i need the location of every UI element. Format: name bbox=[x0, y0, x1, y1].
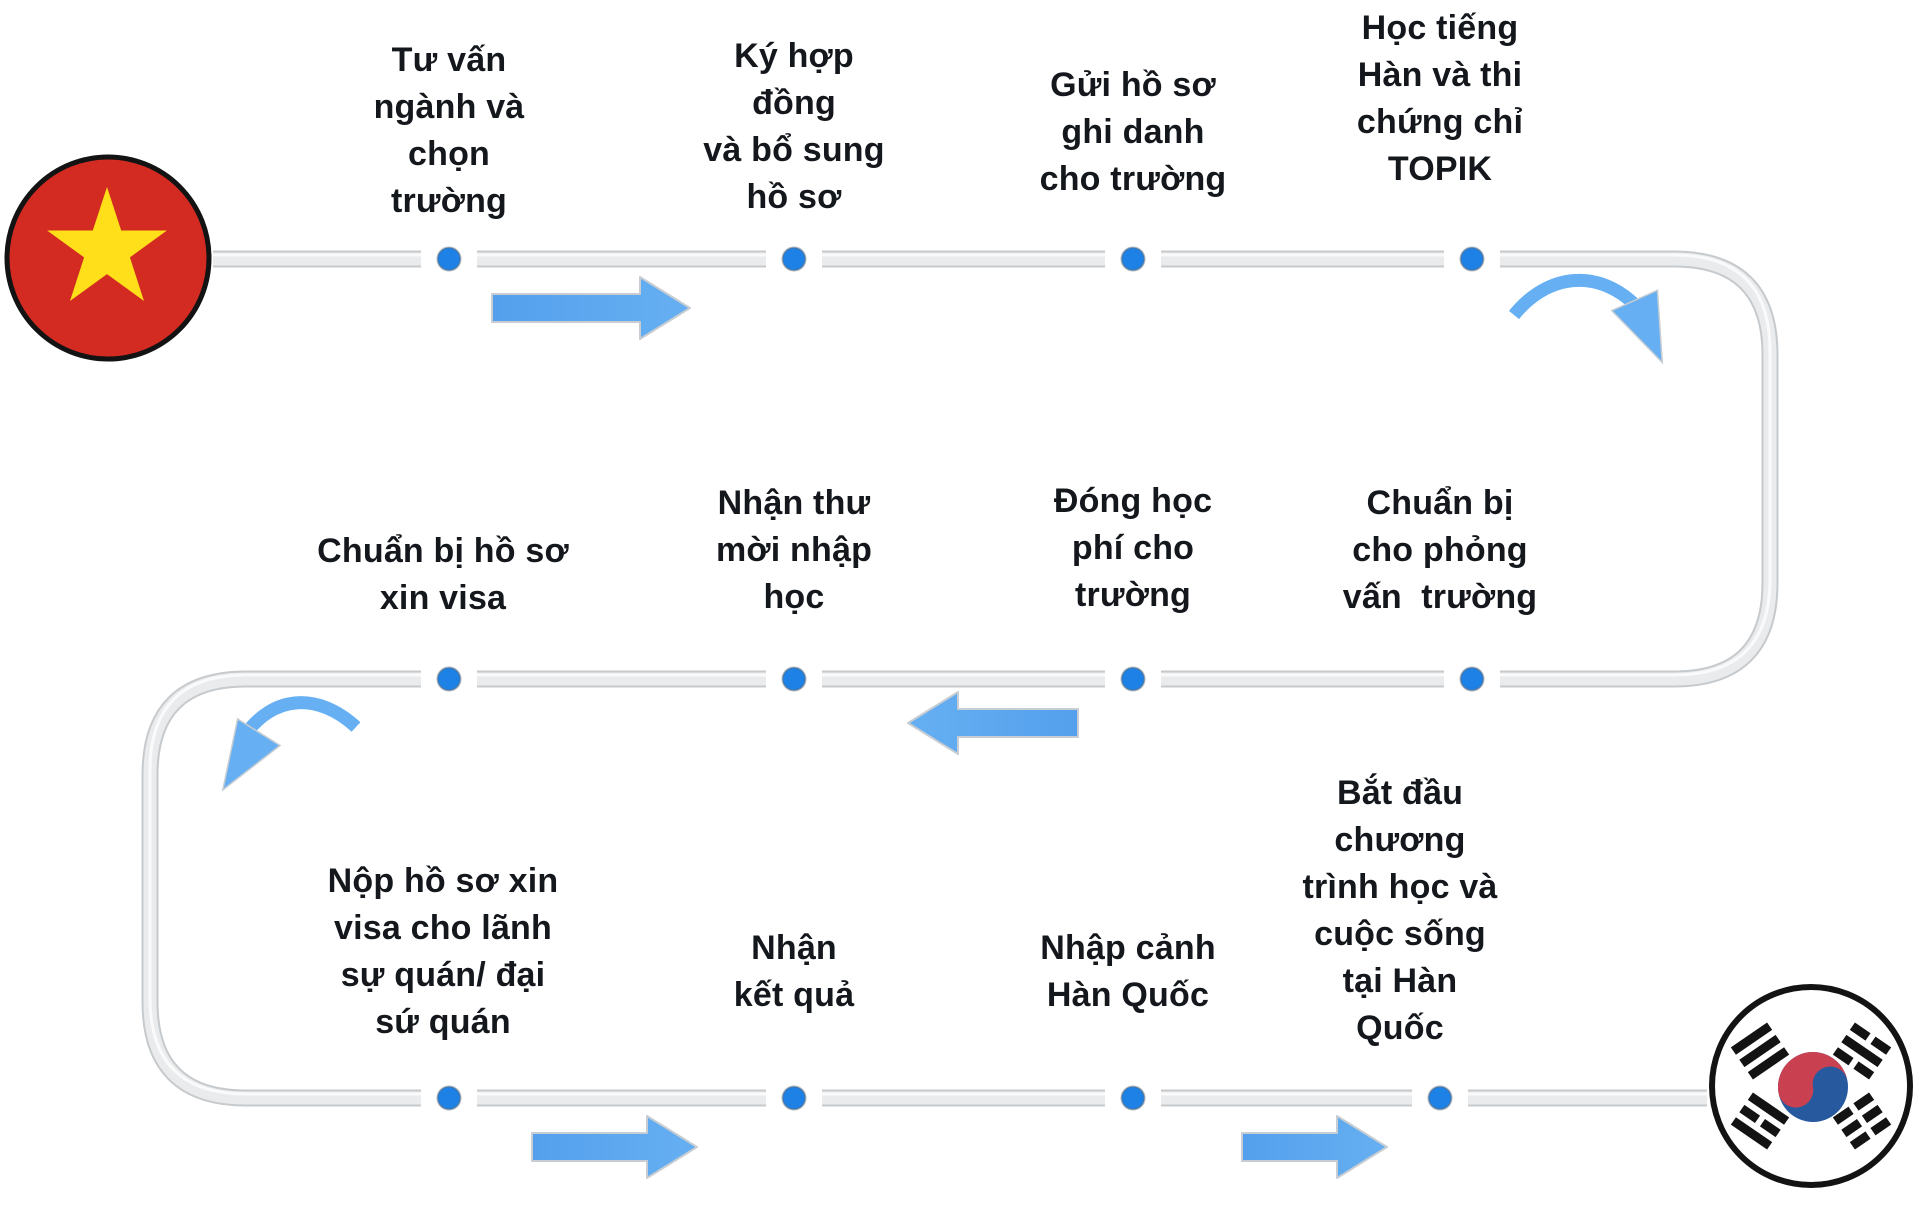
step-dot-4 bbox=[1459, 246, 1485, 272]
step-label-line: cuộc sống bbox=[1314, 915, 1486, 953]
flow-arrow-right-bottom-2-icon bbox=[1241, 1115, 1388, 1179]
step-dot-2 bbox=[781, 246, 807, 272]
process-track-curve-left-highlight bbox=[148, 673, 421, 1096]
step-label-line: phí cho bbox=[1071, 529, 1195, 567]
step-label-line: Nhận thư bbox=[717, 484, 871, 522]
step-label-8: Chuẩn bị hồ sơ xin visa bbox=[317, 528, 569, 622]
step-label-line: sứ quán bbox=[375, 1003, 511, 1041]
step-label-line: ngành và bbox=[373, 88, 525, 126]
step-dot-1 bbox=[436, 246, 462, 272]
taegeuk-red-half bbox=[1778, 1052, 1848, 1108]
trigram-li-icon bbox=[1730, 1092, 1790, 1150]
flow-arrow-curved-down-right-icon-head bbox=[1610, 289, 1664, 365]
step-label-line: chọn bbox=[407, 135, 491, 173]
step-label-line: chứng chỉ bbox=[1356, 103, 1524, 141]
step-label-10: Nhận kết quả bbox=[734, 925, 854, 1019]
flow-arrow-left-middle-icon bbox=[907, 691, 1079, 755]
step-label-line: visa cho lãnh bbox=[333, 909, 552, 947]
step-dot-5 bbox=[1459, 666, 1485, 692]
step-label-5: Chuẩn bị cho phỏng vấn trường bbox=[1343, 480, 1538, 621]
step-label-line: học bbox=[763, 578, 825, 616]
step-label-12: Bắt đầu chương trình học và cuộc sống tại Hà… bbox=[1302, 770, 1497, 1052]
step-label-line: trường bbox=[390, 182, 508, 220]
step-label-line: Nhận bbox=[751, 929, 837, 967]
step-label-line: chương bbox=[1334, 821, 1466, 859]
step-label-line: sự quán/ đại bbox=[340, 956, 546, 994]
flow-arrow-curved-down-left-icon bbox=[221, 696, 361, 792]
step-label-line: xin visa bbox=[379, 579, 507, 617]
vietnam-flag-icon bbox=[4, 154, 212, 362]
step-label-3: Gửi hồ sơ ghi danh cho trường bbox=[1040, 62, 1227, 203]
step-label-7: Nhận thư mời nhập học bbox=[716, 480, 872, 621]
trigram-gam-icon bbox=[1832, 1022, 1892, 1080]
step-label-1: Tư vấn ngành và chọn trường bbox=[374, 37, 525, 225]
step-label-line: TOPIK bbox=[1387, 150, 1493, 188]
step-label-line: Chuẩn bị hồ sơ bbox=[317, 532, 569, 570]
step-label-line: mời nhập bbox=[715, 531, 873, 569]
step-label-line: Gửi hồ sơ bbox=[1050, 66, 1216, 104]
flow-arrow-curved-down-left-icon-head bbox=[221, 717, 282, 792]
process-track-curve-right-highlight bbox=[1500, 253, 1772, 677]
step-label-line: Nộp hồ sơ xin bbox=[327, 862, 559, 900]
step-label-line: ghi danh bbox=[1061, 113, 1205, 151]
vietnam-star-icon bbox=[47, 187, 167, 301]
step-label-line: cho trường bbox=[1039, 160, 1227, 198]
step-label-line: Ký hợp bbox=[734, 37, 854, 75]
step-label-6: Đóng học phí cho trường bbox=[1054, 478, 1212, 619]
step-label-line: Chuẩn bị bbox=[1366, 484, 1514, 522]
step-dot-9 bbox=[436, 1085, 462, 1111]
step-label-line: đồng bbox=[752, 84, 836, 122]
step-label-line: Nhập cảnh bbox=[1040, 929, 1216, 967]
step-label-line: Hàn Quốc bbox=[1046, 976, 1210, 1014]
step-label-line: cho phỏng bbox=[1352, 531, 1528, 569]
step-label-line: tại Hàn bbox=[1342, 962, 1458, 1000]
step-dot-6 bbox=[1120, 666, 1146, 692]
step-label-line: vấn trường bbox=[1342, 578, 1538, 616]
taegeuk-icon bbox=[1778, 1052, 1848, 1122]
step-label-line: Hàn và thi bbox=[1357, 56, 1523, 94]
step-label-line: Quốc bbox=[1356, 1009, 1444, 1047]
flow-arrow-right-bottom-1-icon bbox=[531, 1115, 698, 1179]
step-label-2: Ký hợp đồng và bổ sung hồ sơ bbox=[703, 33, 884, 221]
step-dot-12 bbox=[1427, 1085, 1453, 1111]
step-label-line: Bắt đầu bbox=[1336, 774, 1464, 812]
step-label-line: hồ sơ bbox=[746, 178, 842, 216]
step-dot-8 bbox=[436, 666, 462, 692]
step-label-line: Tư vấn bbox=[391, 41, 507, 79]
flow-arrow-curved-down-left-icon-tail bbox=[237, 696, 361, 742]
step-label-line: Đóng học bbox=[1053, 482, 1213, 520]
flow-arrow-curved-down-right-icon bbox=[1508, 273, 1664, 365]
step-dot-10 bbox=[781, 1085, 807, 1111]
step-label-line: Học tiếng bbox=[1361, 9, 1519, 47]
step-label-line: trình học và bbox=[1302, 868, 1498, 906]
flow-arrow-right-top-icon bbox=[491, 276, 691, 340]
step-dot-7 bbox=[781, 666, 807, 692]
step-dot-11 bbox=[1120, 1085, 1146, 1111]
step-dot-3 bbox=[1120, 246, 1146, 272]
step-label-line: trường bbox=[1074, 576, 1192, 614]
step-label-9: Nộp hồ sơ xin visa cho lãnh sự quán/ đại sứ… bbox=[328, 858, 559, 1046]
trigram-geon-icon bbox=[1730, 1022, 1790, 1080]
south-korea-flag-icon bbox=[1709, 984, 1913, 1188]
trigram-gon-icon bbox=[1832, 1092, 1892, 1150]
step-label-line: và bổ sung bbox=[703, 131, 885, 169]
step-label-line: kết quả bbox=[733, 976, 855, 1014]
